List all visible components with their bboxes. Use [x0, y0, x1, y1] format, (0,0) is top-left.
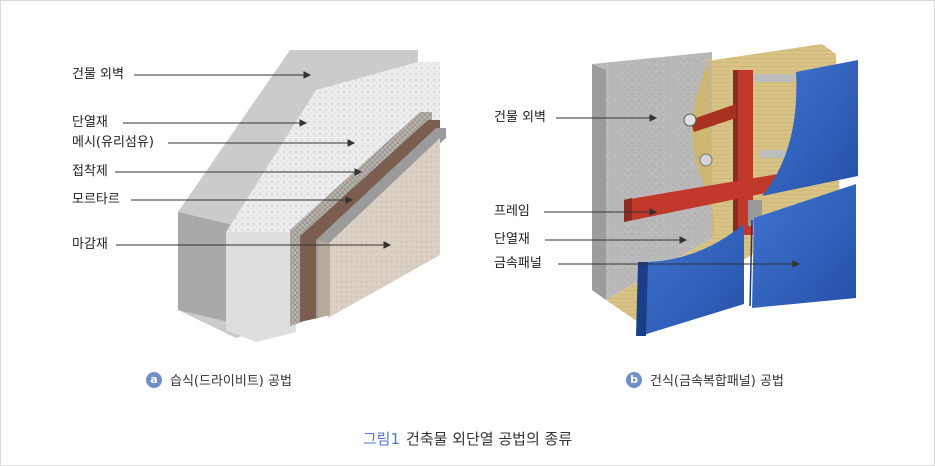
caption-a: a 습식(드라이비트) 공법 — [146, 370, 292, 389]
label-b-insulation: 단열재 — [494, 232, 530, 247]
caption-b-text: 건식(금속복합패널) 공법 — [650, 374, 784, 389]
metal-panel-lower-right — [752, 184, 856, 308]
label-b-frame: 프레임 — [494, 204, 530, 219]
label-b-building-wall: 건물 외벽 — [494, 110, 546, 125]
caption-a-badge: a — [146, 371, 162, 388]
caption-b-badge: b — [626, 371, 642, 388]
label-a-finish: 마감재 — [72, 237, 108, 252]
panel-a-leaders — [115, 71, 392, 249]
metal-panel-lower-left — [640, 224, 744, 336]
figure-number: 그림1 — [362, 430, 401, 448]
caption-b: b 건식(금속복합패널) 공법 — [626, 370, 784, 389]
label-a-building-wall: 건물 외벽 — [72, 67, 124, 82]
caption-a-text: 습식(드라이비트) 공법 — [170, 374, 292, 389]
figure-title: 그림1 건축물 외단열 공법의 종류 — [0, 428, 935, 449]
label-a-mesh: 메시(유리섬유) — [72, 135, 154, 150]
panel-b-illustration — [592, 44, 858, 336]
metal-panel-upper — [762, 60, 858, 196]
figure-title-text: 건축물 외단열 공법의 종류 — [406, 430, 573, 448]
panel-b-leaders — [544, 114, 801, 268]
wool-insulation — [606, 44, 840, 322]
finish-layer — [328, 138, 440, 318]
label-b-metal-panel: 금속패널 — [494, 256, 542, 271]
label-a-mortar: 모르타르 — [72, 192, 120, 207]
label-a-adhesive: 접착제 — [72, 164, 108, 179]
label-a-insulation: 단열재 — [72, 115, 108, 130]
frame-horizontal — [624, 172, 790, 222]
panel-a-illustration — [178, 50, 446, 342]
